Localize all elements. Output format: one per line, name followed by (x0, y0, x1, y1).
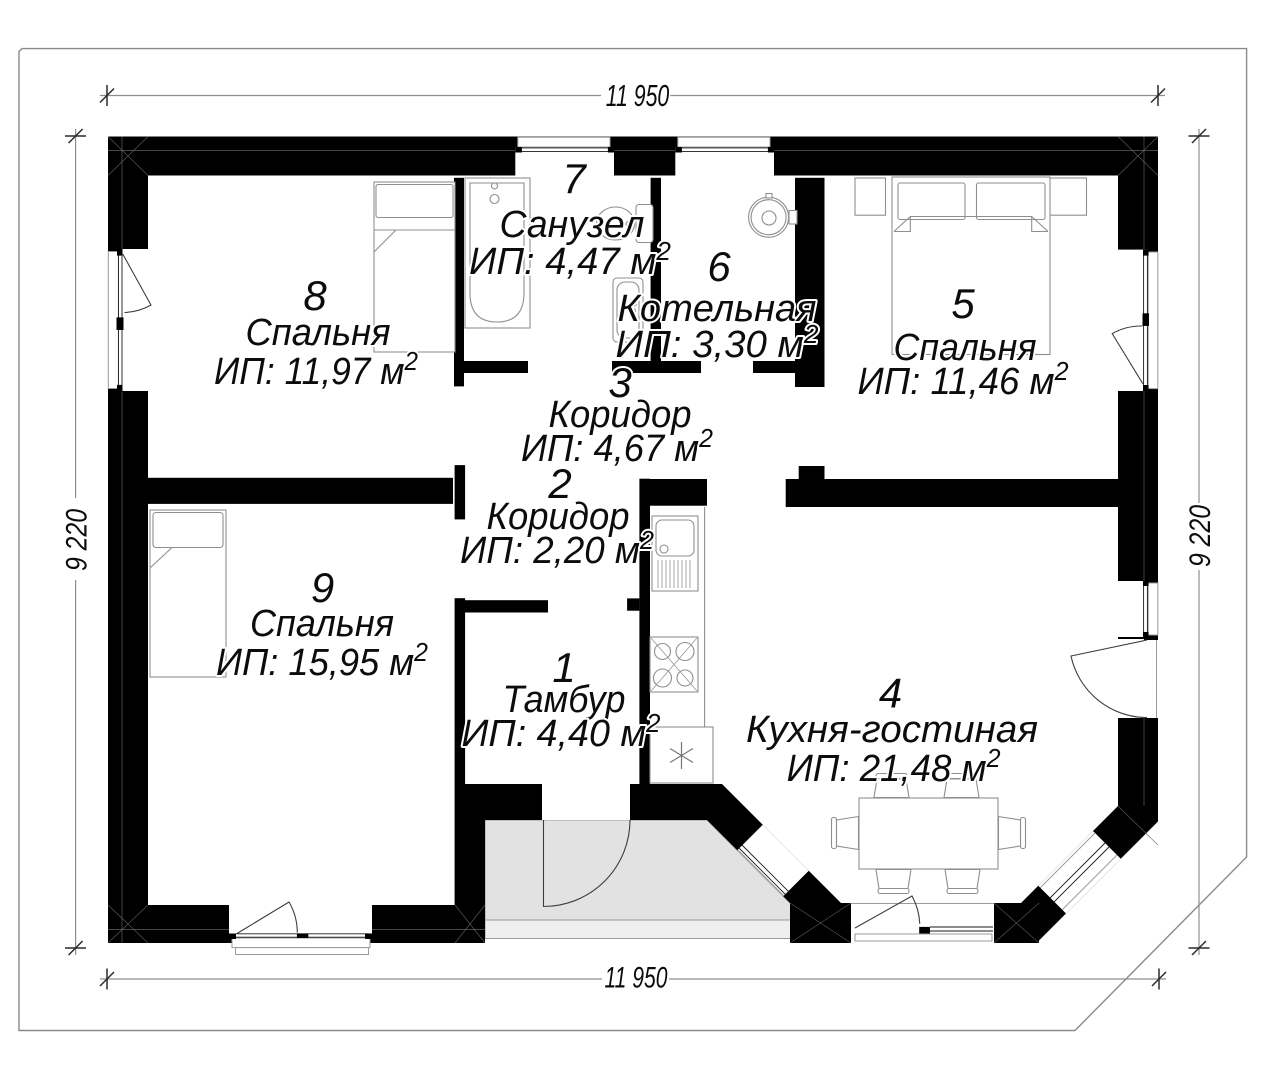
svg-text:9: 9 (311, 564, 334, 611)
svg-text:7: 7 (562, 155, 587, 202)
svg-text:Коридор: Коридор (549, 394, 692, 436)
svg-text:Коридор: Коридор (487, 496, 630, 538)
svg-text:8: 8 (303, 272, 327, 319)
svg-text:Кухня-гостиная: Кухня-гостиная (746, 709, 1038, 751)
svg-text:ИП: 11,46 м2: ИП: 11,46 м2 (858, 356, 1070, 403)
svg-text:5: 5 (951, 280, 975, 327)
svg-text:9 220: 9 220 (1184, 505, 1217, 567)
svg-text:ИП: 21,48 м2: ИП: 21,48 м2 (787, 743, 1002, 790)
svg-text:ИП: 11,97 м2: ИП: 11,97 м2 (214, 346, 418, 393)
svg-text:Спальня: Спальня (894, 327, 1037, 369)
svg-text:1: 1 (552, 644, 575, 691)
svg-text:3: 3 (608, 359, 631, 406)
svg-text:ИП: 3,30 м2: ИП: 3,30 м2 (616, 319, 820, 366)
svg-text:Котельная: Котельная (618, 288, 817, 330)
svg-text:ИП: 4,47 м2: ИП: 4,47 м2 (469, 236, 672, 283)
svg-text:11 950: 11 950 (606, 78, 670, 113)
svg-text:Спальня: Спальня (246, 312, 391, 354)
svg-text:6: 6 (707, 243, 731, 290)
svg-text:Санузел: Санузел (500, 204, 645, 246)
svg-text:ИП: 2,20 м2: ИП: 2,20 м2 (460, 525, 655, 572)
svg-text:ИП: 4,40 м2: ИП: 4,40 м2 (462, 708, 662, 755)
svg-text:11 950: 11 950 (605, 962, 668, 995)
svg-text:Спальня: Спальня (250, 603, 394, 645)
svg-text:4: 4 (879, 670, 902, 717)
svg-text:ИП: 4,67 м2: ИП: 4,67 м2 (521, 423, 714, 470)
svg-text:2: 2 (547, 460, 571, 507)
svg-text:Тамбур: Тамбур (503, 679, 626, 721)
svg-text:ИП: 15,95 м2: ИП: 15,95 м2 (216, 637, 429, 684)
svg-text:9 220: 9 220 (61, 509, 94, 571)
